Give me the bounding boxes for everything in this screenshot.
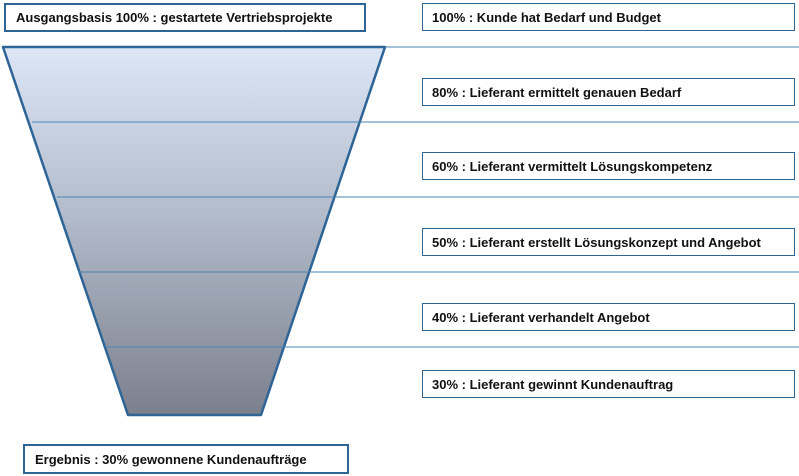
stage-label-2: 80% : Lieferant ermittelt genauen Bedarf: [432, 84, 682, 100]
stage-box-1: 100% : Kunde hat Bedarf und Budget: [422, 3, 795, 31]
start-label: Ausgangsbasis 100% : gestartete Vertrieb…: [16, 10, 333, 25]
stage-box-6: 30% : Lieferant gewinnt Kundenauftrag: [422, 370, 795, 398]
stage-label-6: 30% : Lieferant gewinnt Kundenauftrag: [432, 376, 674, 392]
stage-box-5: 40% : Lieferant verhandelt Angebot: [422, 303, 795, 331]
stage-box-4: 50% : Lieferant erstellt Lösungskonzept …: [422, 228, 795, 256]
stage-box-3: 60% : Lieferant vermittelt Lösungskompet…: [422, 152, 795, 180]
stage-label-4: 50% : Lieferant erstellt Lösungskonzept …: [432, 234, 761, 250]
funnel-shape: [1, 45, 387, 417]
stage-label-5: 40% : Lieferant verhandelt Angebot: [432, 309, 650, 325]
stage-label-3: 60% : Lieferant vermittelt Lösungskompet…: [432, 158, 713, 174]
start-label-box: Ausgangsbasis 100% : gestartete Vertrieb…: [4, 3, 366, 32]
stage-label-1: 100% : Kunde hat Bedarf und Budget: [432, 9, 661, 25]
result-label: Ergebnis : 30% gewonnene Kundenaufträge: [35, 451, 307, 467]
result-label-box: Ergebnis : 30% gewonnene Kundenaufträge: [23, 444, 349, 474]
stage-box-2: 80% : Lieferant ermittelt genauen Bedarf: [422, 78, 795, 106]
